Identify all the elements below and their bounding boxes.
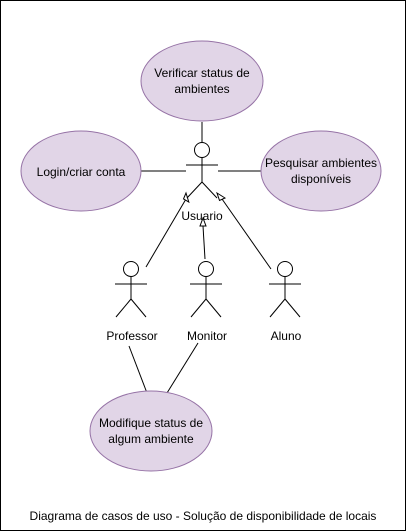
generalization-aluno-usuario bbox=[216, 191, 272, 270]
generalization-monitor-usuario bbox=[199, 216, 207, 260]
actor-aluno[interactable] bbox=[269, 261, 301, 318]
usecase-modifique-label-2: algum ambiente bbox=[108, 432, 194, 446]
association-professor-modifique bbox=[128, 345, 148, 394]
actor-usuario-label: Usuario bbox=[181, 209, 223, 223]
actor-professor-label: Professor bbox=[106, 329, 157, 343]
usecase-login[interactable]: Login/criar conta bbox=[20, 130, 142, 212]
usecase-pesquisar[interactable]: Pesquisar ambientes disponíveis bbox=[260, 130, 382, 212]
usecase-verificar-status[interactable]: Verificar status de ambientes bbox=[140, 40, 264, 122]
usecase-verificar-label-1: Verificar status de bbox=[154, 66, 250, 80]
actor-monitor-label: Monitor bbox=[187, 329, 227, 343]
usecase-pesquisar-label-2: disponíveis bbox=[291, 172, 351, 186]
generalization-professor-usuario bbox=[145, 191, 190, 268]
actor-aluno-label: Aluno bbox=[271, 329, 302, 343]
usecase-pesquisar-label-1: Pesquisar ambientes bbox=[265, 156, 377, 170]
actor-usuario[interactable] bbox=[186, 142, 218, 199]
association-monitor-modifique bbox=[166, 342, 199, 394]
actor-professor[interactable] bbox=[115, 261, 147, 318]
actor-monitor[interactable] bbox=[190, 261, 222, 318]
usecase-modifique-status[interactable]: Modifique status de algum ambiente bbox=[89, 390, 213, 472]
usecase-modifique-label-1: Modifique status de bbox=[99, 416, 203, 430]
diagram-caption: Diagrama de casos de uso - Solução de di… bbox=[30, 509, 377, 523]
usecase-verificar-label-2: ambientes bbox=[174, 82, 229, 96]
usecase-login-label: Login/criar conta bbox=[37, 165, 126, 179]
